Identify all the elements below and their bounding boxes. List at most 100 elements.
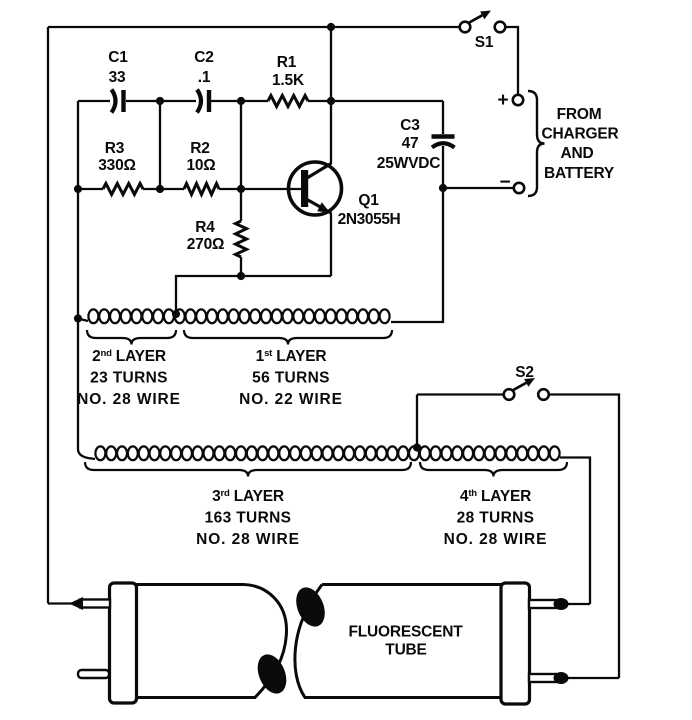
label-r2-val: 10Ω [186,157,215,174]
tube-pin-lower-left [76,668,111,680]
label-r1-val: 1.5K [272,72,305,89]
switch-s2-lever [511,381,527,392]
winding-layer-ordinal-suffix: rd [221,488,230,499]
winding-layer-word: LAYER [477,488,531,505]
winding-layer-ordinal-suffix: nd [100,348,112,359]
winding-turns-label: 56 TURNS [252,370,330,387]
tube-pin-lower-right [527,672,569,684]
capacitor-c2 [195,88,212,114]
winding-layer-name: 4th LAYER [460,488,531,505]
switch-s1-lever-arrow [480,10,491,20]
winding-layer-word: LAYER [230,488,284,505]
capacitor-plate-curved [195,88,204,114]
junction-dot [326,22,336,32]
switch-s1-lever [467,14,483,25]
winding-layer-ordinal: 2 [92,348,100,365]
brace-layer4 [418,461,569,477]
switch-s2 [502,378,551,402]
wire-c3-branch [391,101,445,324]
label-s2: S2 [515,364,534,381]
tube-pin-upper-left [69,597,112,610]
junction-dot [236,184,246,194]
winding-turns-label: 28 TURNS [457,510,535,527]
label-c3-rating: 25WVDC [377,155,440,172]
switch-s1-contact-left [458,20,472,34]
label-source-4: BATTERY [544,165,615,182]
winding-layer-ordinal-suffix: st [264,348,273,359]
label-s1: S1 [475,34,494,51]
wire-s2-right [549,393,621,678]
winding-row2-coil [94,445,561,462]
resistor-r1-zigzag [266,92,310,110]
label-c3-val: 47 [402,135,419,152]
label-source-1: FROM [557,106,602,123]
label-c1-ref: C1 [108,49,128,66]
winding-layer-label: 2nd LAYER 23 TURNS NO. 28 WIRE [77,348,181,408]
tube-pin-body [78,598,112,609]
junction-dot [236,96,246,106]
winding-layer-label: 1st LAYER 56 TURNS NO. 22 WIRE [239,348,343,408]
label-r1-ref: R1 [277,54,297,71]
label-plus: + [498,90,509,111]
label-source-3: AND [561,145,594,162]
winding-row1-coil [87,308,391,325]
tube-pin-tip [553,672,569,684]
label-c3-ref: C3 [400,117,420,134]
tube-break-blob-lower [257,654,287,694]
winding-layer-ordinal: 3 [212,488,221,505]
wire-emitter-rail [174,274,331,313]
label-minus: − [500,172,511,193]
resistor-r2-zigzag [182,179,221,199]
winding-wire-label: NO. 28 WIRE [77,391,181,408]
label-c1-val: 33 [109,69,126,86]
switch-s2-lever-arrow [524,378,535,387]
transistor-q1-emitter-arrow [317,202,330,213]
junction-dot [73,184,83,194]
winding-layer-label: 4th LAYER 28 TURNS NO. 28 WIRE [444,488,548,548]
winding-wire-label: NO. 28 WIRE [196,531,300,548]
terminal-plus [511,93,525,107]
resistor-r3-zigzag [101,180,145,198]
transistor-q1-collector [306,162,332,180]
wire-s1-to-plus [505,25,520,95]
tube-pin-body [527,672,558,684]
switch-s1-contact-right [493,20,507,34]
label-c2-ref: C2 [194,49,213,66]
junction-dot [155,96,165,106]
switch-s2-contact-right [536,387,551,402]
winding-layer-ordinal: 4 [460,488,469,505]
resistor-r4-zigzag [231,219,251,259]
label-tube-1: FLUORESCENT [348,624,463,641]
winding-layer-word: LAYER [112,348,166,365]
winding-layer-name: 3rd LAYER [212,488,284,505]
label-r3-ref: R3 [105,140,125,157]
transistor-q1-body [286,160,344,217]
winding-layer-word: LAYER [272,348,326,365]
capacitor-plate-curved [430,141,456,150]
transistor-q1-base-bar [301,170,309,207]
winding-turns-label: 163 TURNS [205,510,292,527]
wire-inner-left [76,101,96,461]
label-r4-val: 270Ω [187,236,225,253]
label-r4-ref: R4 [195,219,215,236]
tube-pin-arrowhead [69,597,83,610]
tube-pin-upper-right [527,598,569,610]
brace-layer1 [182,329,394,345]
winding-wire-label: NO. 28 WIRE [444,531,548,548]
wire-coil2-out [560,456,592,604]
winding-wire-label: NO. 22 WIRE [239,391,343,408]
junction-dot [326,96,336,106]
capacitor-plate-curved [109,88,118,114]
tube-right-cap [499,581,532,706]
fluorescent-tube [69,581,569,706]
junction-dot [155,184,165,194]
brace-battery [527,89,545,198]
capacitor-c1 [109,88,126,114]
switch-s1 [458,10,507,34]
junction-dot [438,183,448,193]
capacitor-c3 [430,134,456,150]
brace-layer3 [83,461,413,477]
junction-dot [73,314,83,323]
winding-turns-label: 23 TURNS [90,370,168,387]
transistor-q1 [286,160,344,217]
